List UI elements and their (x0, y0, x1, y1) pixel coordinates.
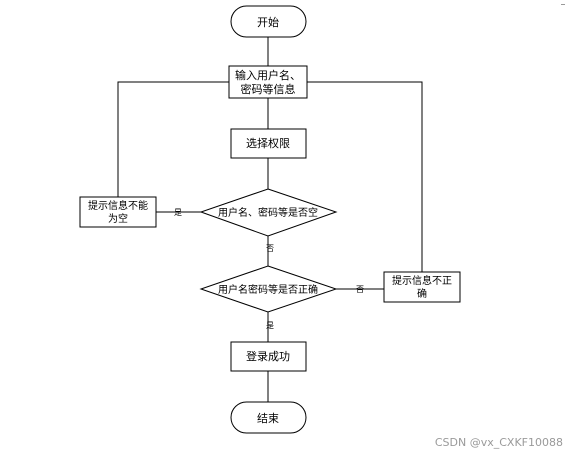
input-label-line2: 密码等信息 (241, 82, 296, 96)
check-empty-label: 用户名、密码等是否空 (218, 206, 318, 219)
edge-label-correct-yes: 是 (266, 321, 274, 330)
msg-empty-box (79, 196, 157, 228)
connector-msg-empty-input (117, 81, 229, 197)
msg-incorrect-box (383, 271, 461, 303)
csdn-watermark: CSDN @vx_CXKF10088 (434, 436, 563, 449)
msg-empty-line2: 为空 (108, 212, 128, 225)
start-terminal (230, 5, 307, 38)
msg-incorrect-line1: 提示信息不正 (392, 274, 452, 287)
msg-incorrect-line2: 确 (417, 287, 427, 300)
connector-msg-incorrect-input (307, 81, 423, 272)
connectors (117, 37, 423, 402)
select-permission-label: 选择权限 (246, 136, 290, 150)
start-label: 开始 (257, 15, 279, 29)
check-correct-label: 用户名密码等是否正确 (218, 283, 318, 296)
end-terminal (230, 401, 307, 434)
input-process-box (228, 65, 308, 99)
window-corner-mark (561, 4, 565, 5)
login-success-box (230, 341, 307, 372)
edge-label-empty-no: 否 (266, 244, 274, 253)
msg-empty-line1: 提示信息不能 (88, 199, 148, 212)
check-correct-decision (199, 265, 338, 313)
select-permission-box (230, 128, 307, 159)
end-label: 结束 (257, 412, 279, 425)
edge-label-correct-no: 否 (356, 285, 364, 294)
edge-label-empty-yes: 是 (174, 208, 182, 217)
input-label-line1: 输入用户名、 (235, 68, 301, 82)
login-success-label: 登录成功 (246, 349, 290, 363)
check-empty-decision (199, 188, 338, 237)
